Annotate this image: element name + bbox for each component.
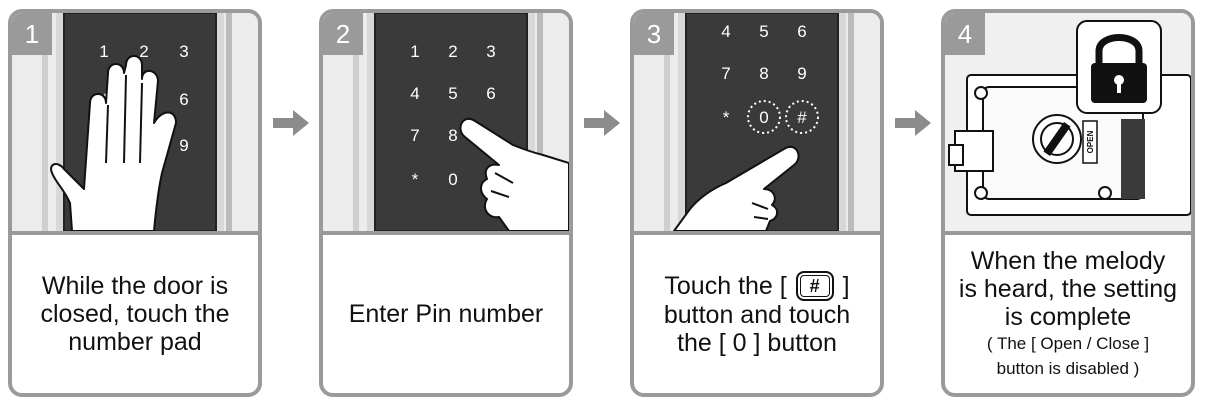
keypad-key: 6 — [797, 22, 806, 41]
keypad-key: 8 — [759, 64, 768, 83]
hand-icon — [459, 118, 569, 231]
keypad-key: 8 — [448, 126, 457, 145]
caption-line: is complete — [1004, 303, 1132, 331]
open-label: OPEN — [1086, 130, 1095, 153]
step-1-caption: While the door is closed, touch the numb… — [12, 235, 258, 393]
keypad-key: 1 — [99, 42, 108, 61]
caption-line: button and touch — [663, 301, 851, 329]
caption-note: ( The [ Open / Close ] — [986, 334, 1150, 353]
hash-key-icon: # — [795, 271, 834, 301]
hand-icon — [50, 55, 177, 231]
step-number: 2 — [323, 13, 363, 55]
keypad-key: 9 — [797, 64, 806, 83]
caption-text: Touch the [ — [664, 272, 787, 300]
keypad-key: 6 — [486, 84, 495, 103]
hand-icon — [673, 146, 800, 231]
step-3-card: 3 4 5 6 7 8 9 * 0 # — [630, 9, 884, 397]
keypad-key: 5 — [759, 22, 768, 41]
step-4-illustration: OPEN — [945, 13, 1191, 235]
keypad-key: 7 — [410, 126, 419, 145]
keypad-key: 2 — [448, 42, 457, 61]
arrow-right-icon — [895, 110, 931, 136]
caption-line: Enter Pin number — [348, 300, 544, 328]
keypad-key: 3 — [486, 42, 495, 61]
caption-line: Touch the [ # ] — [664, 271, 850, 301]
caption-note: button is disabled ) — [996, 359, 1140, 378]
step-2-caption: Enter Pin number — [323, 235, 569, 393]
keypad-key: 4 — [410, 84, 419, 103]
keypad-key: 3 — [179, 42, 188, 61]
step-number: 4 — [945, 13, 985, 55]
caption-line: When the melody — [970, 247, 1166, 275]
step-1-card: 1 1 2 3 4 5 6 7 8 9 — [8, 9, 262, 397]
step-number: 1 — [12, 13, 52, 55]
step-3-illustration: 4 5 6 7 8 9 * 0 # — [634, 13, 880, 235]
keypad-key: 7 — [721, 64, 730, 83]
keypad-key: 4 — [721, 22, 730, 41]
step-4-card: 4 OPEN — [941, 9, 1195, 397]
caption-line: While the door is — [41, 272, 229, 300]
caption-text: ] — [842, 272, 850, 300]
padlock-icon — [1076, 20, 1162, 114]
keypad-key: # — [797, 108, 807, 127]
step-number: 3 — [634, 13, 674, 55]
step-4-caption: When the melody is heard, the setting is… — [945, 235, 1191, 393]
caption-line: number pad — [68, 328, 202, 356]
keypad-digits: 1 2 3 4 5 6 7 8 * 0 — [410, 42, 495, 189]
step-1-illustration: 1 2 3 4 5 6 7 8 9 — [12, 13, 258, 235]
keypad-key: 6 — [179, 90, 188, 109]
keypad-digits: 4 5 6 7 8 9 * 0 # — [721, 22, 807, 127]
arrow-right-icon — [273, 110, 309, 136]
keypad-key: 5 — [448, 84, 457, 103]
keypad-key: 1 — [410, 42, 419, 61]
step-2-card: 2 1 2 3 4 5 6 7 8 * 0 — [319, 9, 573, 397]
keypad-key: 9 — [179, 136, 188, 155]
step-3-caption: Touch the [ # ] button and touch the [ 0… — [634, 235, 880, 393]
step-2-illustration: 1 2 3 4 5 6 7 8 * 0 — [323, 13, 569, 235]
caption-line: the [ 0 ] button — [677, 329, 837, 357]
caption-line: closed, touch the — [40, 300, 230, 328]
keypad-key: 0 — [448, 170, 457, 189]
caption-line: is heard, the setting — [958, 275, 1178, 303]
keypad-key: 0 — [759, 108, 768, 127]
keypad-key: 2 — [139, 42, 148, 61]
keypad-key: * — [723, 108, 730, 127]
arrow-right-icon — [584, 110, 620, 136]
keypad-key: * — [412, 170, 419, 189]
